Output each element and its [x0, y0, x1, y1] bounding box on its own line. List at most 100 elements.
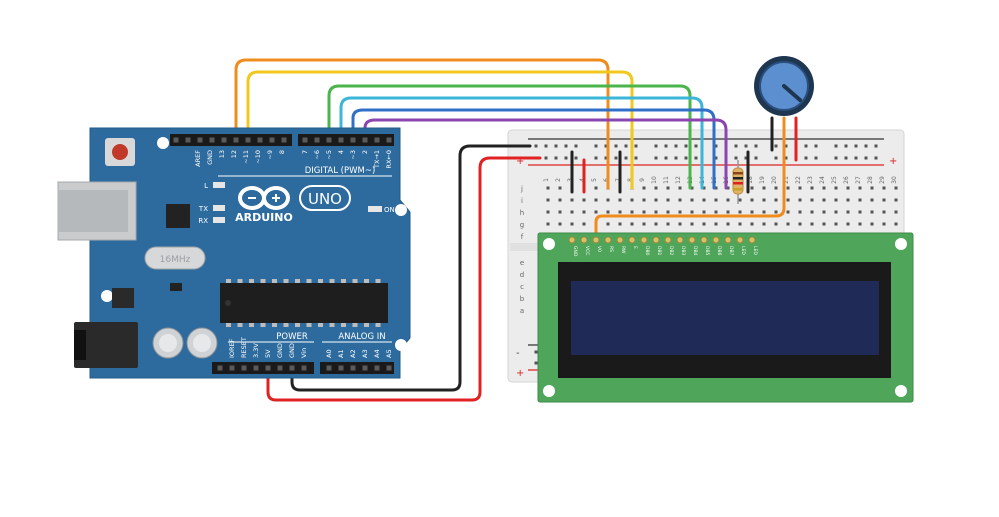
- terminal-hole: [558, 222, 562, 226]
- header-hole: [257, 137, 263, 143]
- column-number: 19: [759, 176, 766, 184]
- wire-black-gnd[interactable]: [290, 144, 532, 392]
- pot-wiper-to-v0[interactable]: [594, 116, 786, 242]
- board-hole-2: [395, 204, 407, 216]
- rail-hole: [604, 156, 608, 160]
- chip-leg: [272, 279, 277, 283]
- wire-cyan-d4-db5[interactable]: [339, 96, 704, 190]
- chip-leg: [295, 323, 300, 327]
- header-hole: [289, 365, 295, 371]
- terminal-hole: [666, 198, 670, 202]
- chip-leg: [283, 323, 289, 327]
- power-header: [212, 362, 314, 374]
- terminal-hole: [606, 222, 610, 226]
- terminal-hole: [606, 210, 610, 214]
- potentiometer[interactable]: [754, 56, 814, 116]
- wire-purple-d2-db7[interactable]: [363, 118, 728, 190]
- terminal-hole: [762, 210, 766, 214]
- terminal-hole: [630, 198, 634, 202]
- rail-hole: [874, 144, 878, 148]
- row-letter: f: [521, 233, 524, 241]
- terminal-hole: [666, 210, 670, 214]
- wire-yellow-d11-e[interactable]: [246, 70, 634, 190]
- rail-hole: [624, 156, 628, 160]
- digital-pin-label: ~6: [313, 150, 321, 160]
- header-hole: [350, 137, 356, 143]
- wire-blue-d3-db6[interactable]: [351, 108, 716, 190]
- analog-pin-label: A0: [325, 349, 333, 358]
- header-hole: [241, 365, 247, 371]
- rail-hole: [594, 144, 598, 148]
- model-label: UNO: [308, 190, 342, 208]
- rail-hole: [604, 144, 608, 148]
- led-on: [368, 206, 382, 212]
- capacitor-2-top: [193, 334, 211, 352]
- column-number: 22: [795, 176, 802, 184]
- power-jack-front: [74, 330, 86, 360]
- resistor[interactable]: [732, 160, 744, 204]
- chip-leg: [260, 279, 266, 283]
- rail-hole: [544, 156, 548, 160]
- chip-leg: [283, 279, 289, 283]
- header-hole: [302, 137, 308, 143]
- chip-notch: [225, 300, 231, 306]
- terminal-hole: [834, 222, 838, 226]
- crystal-label: 16MHz: [160, 255, 191, 265]
- terminal-hole: [786, 186, 790, 190]
- terminal-hole: [654, 198, 658, 202]
- terminal-hole: [894, 222, 898, 226]
- terminal-hole: [894, 210, 898, 214]
- rail-hole: [654, 156, 658, 160]
- small-chip: [170, 283, 182, 291]
- power-pin-label: Vin: [300, 348, 308, 358]
- analog-pin-label: A1: [337, 349, 345, 358]
- digital-pin-label: 2: [361, 150, 369, 154]
- terminal-hole: [594, 210, 598, 214]
- terminal-hole: [870, 186, 874, 190]
- digital-pin-label: 13: [218, 150, 226, 158]
- digital-pin-label: 4: [337, 150, 345, 154]
- terminal-hole: [834, 198, 838, 202]
- terminal-hole: [798, 186, 802, 190]
- terminal-hole: [690, 222, 694, 226]
- bottom-rail-plus-label: +: [516, 368, 524, 379]
- digital-pin-label: 12: [230, 150, 238, 158]
- wire-green-d5-db4[interactable]: [327, 84, 692, 190]
- bottom-rail-minus-label: -: [516, 348, 520, 359]
- rail-hole: [564, 144, 568, 148]
- digital-header-label: DIGITAL (PWM~): [305, 166, 376, 176]
- rail-hole: [864, 156, 868, 160]
- lcd-pin-label: DB5: [704, 246, 710, 256]
- rail-hole: [814, 156, 818, 160]
- column-number: 5: [591, 178, 598, 182]
- rail-hole: [804, 156, 808, 160]
- rail-hole: [554, 144, 558, 148]
- lcd-pin-label: E: [632, 246, 638, 249]
- rail-hole: [634, 156, 638, 160]
- digital-pin-label: RX←0: [385, 150, 393, 169]
- power-header-label: POWER: [276, 332, 308, 342]
- column-number: 12: [675, 176, 682, 184]
- row-letter: e: [520, 259, 524, 267]
- terminal-hole: [762, 222, 766, 226]
- rail-hole: [534, 144, 538, 148]
- wire-orange-d12-rs[interactable]: [234, 58, 610, 190]
- terminal-hole: [858, 222, 862, 226]
- terminal-hole: [822, 222, 826, 226]
- terminal-hole: [762, 186, 766, 190]
- row-letter: b: [520, 295, 525, 303]
- chip-leg: [318, 323, 323, 327]
- rail-hole: [854, 144, 858, 148]
- terminal-hole: [846, 210, 850, 214]
- wire-red-5v[interactable]: [266, 156, 542, 402]
- terminal-hole: [870, 210, 874, 214]
- arduino-uno: 16MHz L TX RX ON ARDUINO UNO: [57, 127, 411, 379]
- rail-hole: [574, 156, 578, 160]
- chip-leg: [272, 323, 277, 327]
- terminal-hole: [654, 222, 658, 226]
- reset-button[interactable]: [112, 144, 128, 160]
- header-hole: [197, 137, 203, 143]
- terminal-hole: [738, 198, 742, 202]
- lcd-pin: [676, 236, 684, 244]
